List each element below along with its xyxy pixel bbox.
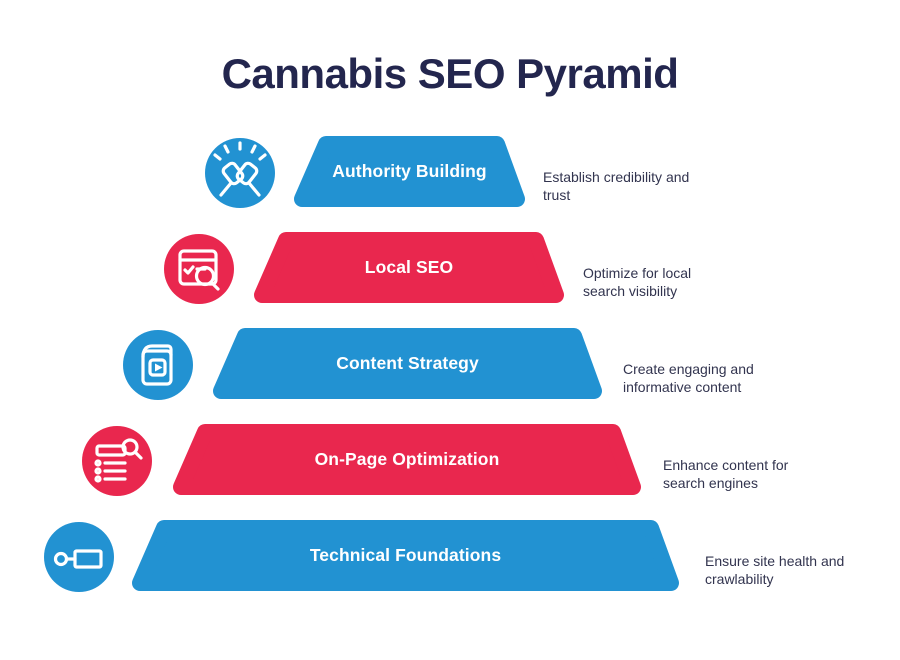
level-description: Establish credibility and trust — [543, 169, 690, 203]
level-description: Optimize for local search visibility — [583, 265, 692, 299]
level-label: Technical Foundations — [309, 545, 502, 565]
page-title: Cannabis SEO Pyramid — [221, 50, 679, 97]
pyramid-level-technical-foundations: Technical Foundations Ensure site health… — [0, 520, 900, 592]
video-book-icon — [123, 330, 193, 400]
level-description: Enhance content for search engines — [663, 457, 789, 491]
level-description: Create engaging and informative content — [623, 361, 754, 395]
level-description: Ensure site health and crawlability — [705, 553, 845, 587]
link-node-icon — [44, 522, 114, 592]
list-search-icon — [82, 426, 152, 496]
pyramid-level-content-strategy: Content Strategy Create engaging and inf… — [0, 328, 900, 400]
level-label: On-Page Optimization — [314, 449, 500, 469]
pyramid-level-on-page-optimization: On-Page Optimization Enhance content for… — [0, 424, 900, 496]
level-label: Content Strategy — [336, 353, 479, 373]
level-trapezoid — [294, 136, 525, 207]
level-trapezoid — [173, 424, 641, 495]
fist-bump-icon — [205, 138, 275, 208]
pyramid-level-local-seo: Local SEO Optimize for local search visi… — [0, 232, 900, 304]
level-trapezoid — [213, 328, 602, 399]
browser-search-icon — [164, 234, 234, 304]
level-label: Authority Building — [332, 161, 487, 181]
level-trapezoid — [254, 232, 564, 303]
level-trapezoid — [132, 520, 679, 591]
level-label: Local SEO — [364, 257, 454, 277]
pyramid-level-authority-building: Authority Building Establish credibility… — [0, 136, 900, 208]
